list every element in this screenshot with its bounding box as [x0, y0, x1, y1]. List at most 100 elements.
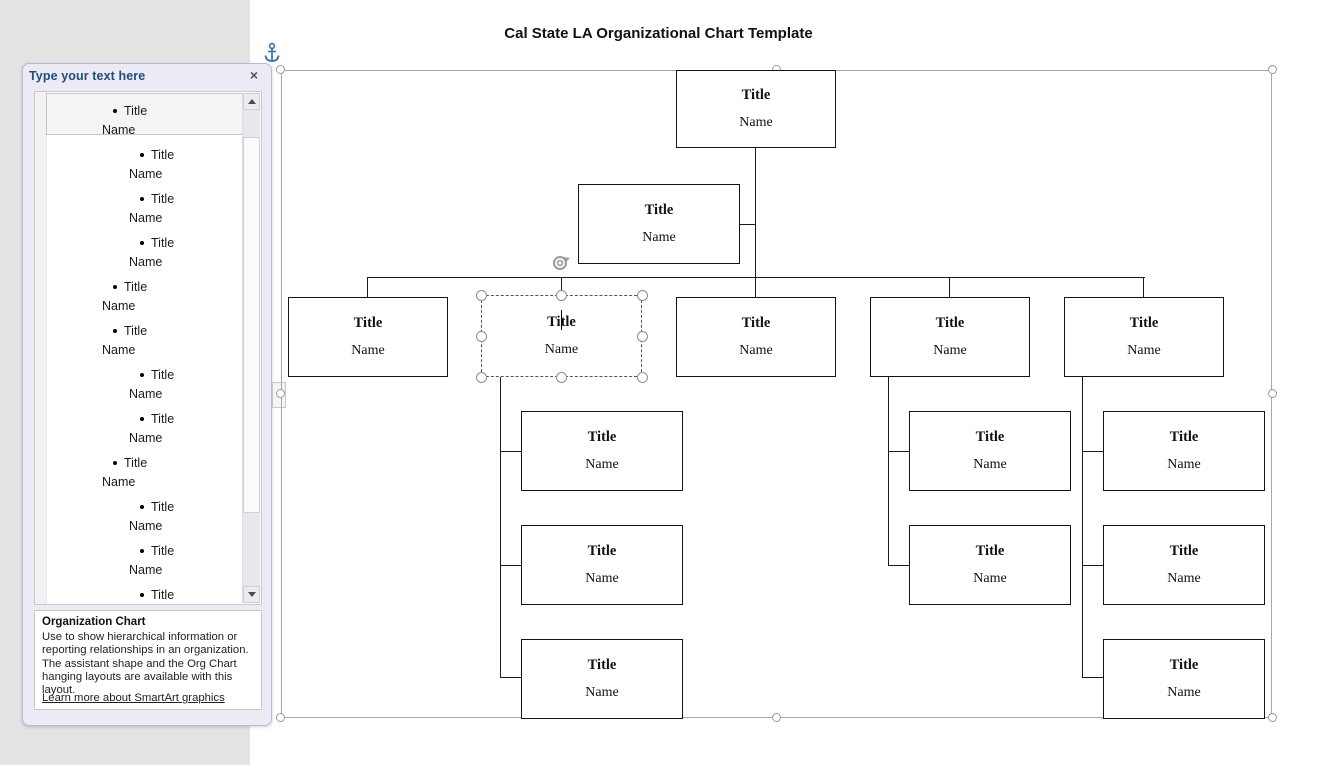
org-node-child-2-sub-1[interactable]: Title Name — [521, 411, 683, 491]
org-node-assistant[interactable]: Title Name — [578, 184, 740, 264]
node-title: Title — [975, 429, 1005, 445]
connector-stub-c5b — [1082, 565, 1104, 567]
node-handle-bottom-left[interactable] — [476, 372, 487, 383]
node-handle-middle-left[interactable] — [476, 331, 487, 342]
org-node-child-5-sub-1[interactable]: Title Name — [1103, 411, 1265, 491]
canvas-handle-bottom-center[interactable] — [772, 713, 781, 722]
node-title: Title — [353, 315, 383, 331]
text-pane-scrollbar[interactable] — [242, 93, 260, 603]
node-title: Title — [1169, 429, 1199, 445]
entry-title: Title — [151, 236, 175, 250]
entry-name: Name — [129, 167, 163, 181]
org-node-child-4-sub-2[interactable]: Title Name — [909, 525, 1071, 605]
page-title: Cal State LA Organizational Chart Templa… — [504, 25, 813, 42]
org-node-child-5-sub-3[interactable]: Title Name — [1103, 639, 1265, 719]
node-title: Title — [1169, 543, 1199, 559]
node-title: Title — [935, 315, 965, 331]
node-title: Title — [1129, 315, 1159, 331]
canvas-handle-bottom-right[interactable] — [1268, 713, 1277, 722]
org-node-child-4[interactable]: Title Name — [870, 297, 1030, 377]
bullet-icon — [140, 592, 144, 597]
entry-name: Name — [129, 563, 163, 577]
entry-name: Name — [129, 519, 163, 533]
node-name: Name — [544, 342, 579, 357]
layout-name: Organization Chart — [42, 616, 146, 628]
layout-description-box: Organization Chart Use to show hierarchi… — [34, 610, 262, 710]
connector-drop-child4 — [949, 277, 951, 297]
entry-name: Name — [102, 123, 136, 137]
scroll-down-icon[interactable] — [243, 586, 260, 603]
entry-title: Title — [151, 412, 175, 426]
canvas-handle-top-left[interactable] — [276, 65, 285, 74]
entry-title: Title — [124, 324, 148, 338]
canvas-handle-middle-right[interactable] — [1268, 389, 1277, 398]
close-icon[interactable]: × — [249, 67, 259, 83]
org-node-child-5[interactable]: Title Name — [1064, 297, 1224, 377]
org-node-child-2-sub-2[interactable]: Title Name — [521, 525, 683, 605]
text-pane-gutter — [35, 92, 47, 604]
node-title: Title — [587, 657, 617, 673]
node-title: Title — [975, 543, 1005, 559]
entry-name: Name — [129, 211, 163, 225]
text-pane-header: Type your text here × — [23, 64, 271, 91]
canvas-handle-middle-left[interactable] — [276, 389, 285, 398]
text-pane-entry[interactable]: Title — [140, 588, 174, 602]
learn-more-link[interactable]: Learn more about SmartArt graphics — [42, 692, 225, 704]
org-node-root[interactable]: Title Name — [676, 70, 836, 148]
entry-title: Title — [124, 280, 148, 294]
org-node-child-3[interactable]: Title Name — [676, 297, 836, 377]
text-pane-title: Type your text here — [29, 69, 146, 83]
entry-title: Title — [151, 544, 175, 558]
org-node-child-2-sub-3[interactable]: Title Name — [521, 639, 683, 719]
node-handle-top-right[interactable] — [637, 290, 648, 301]
node-name: Name — [973, 571, 1007, 586]
text-pane-selected-row[interactable] — [46, 93, 244, 135]
org-node-child-5-sub-2[interactable]: Title Name — [1103, 525, 1265, 605]
entry-name: Name — [129, 387, 163, 401]
entry-title: Title — [151, 588, 175, 602]
org-node-child-2-selected[interactable]: Title Name — [481, 295, 642, 377]
connector-spine-child4 — [888, 377, 890, 565]
canvas-handle-top-right[interactable] — [1268, 65, 1277, 74]
node-handle-middle-right[interactable] — [637, 331, 648, 342]
connector-stub-c4b — [888, 565, 910, 567]
org-node-child-1[interactable]: Title Name — [288, 297, 448, 377]
entry-title: Title — [124, 456, 148, 470]
node-name: Name — [585, 571, 619, 586]
entry-name: Name — [129, 431, 163, 445]
node-name: Name — [739, 115, 773, 130]
entry-title: Title — [151, 368, 175, 382]
rotate-handle-icon[interactable] — [551, 253, 571, 273]
scrollbar-thumb[interactable] — [243, 137, 260, 513]
bullet-icon — [113, 284, 117, 289]
node-handle-top-left[interactable] — [476, 290, 487, 301]
node-title: Title — [587, 429, 617, 445]
node-title: Title — [1169, 657, 1199, 673]
connector-spine-child2 — [500, 377, 502, 677]
connector-stub-c2a — [500, 451, 522, 453]
node-title: Title — [741, 87, 771, 103]
anchor-icon — [262, 42, 282, 64]
node-handle-bottom-center[interactable] — [556, 372, 567, 383]
smartart-canvas-frame[interactable] — [281, 70, 1272, 718]
canvas-handle-bottom-left[interactable] — [276, 713, 285, 722]
scroll-up-icon[interactable] — [243, 93, 260, 110]
org-node-child-4-sub-1[interactable]: Title Name — [909, 411, 1071, 491]
node-handle-bottom-right[interactable] — [637, 372, 648, 383]
node-name: Name — [351, 343, 385, 358]
node-handle-top-center[interactable] — [556, 290, 567, 301]
